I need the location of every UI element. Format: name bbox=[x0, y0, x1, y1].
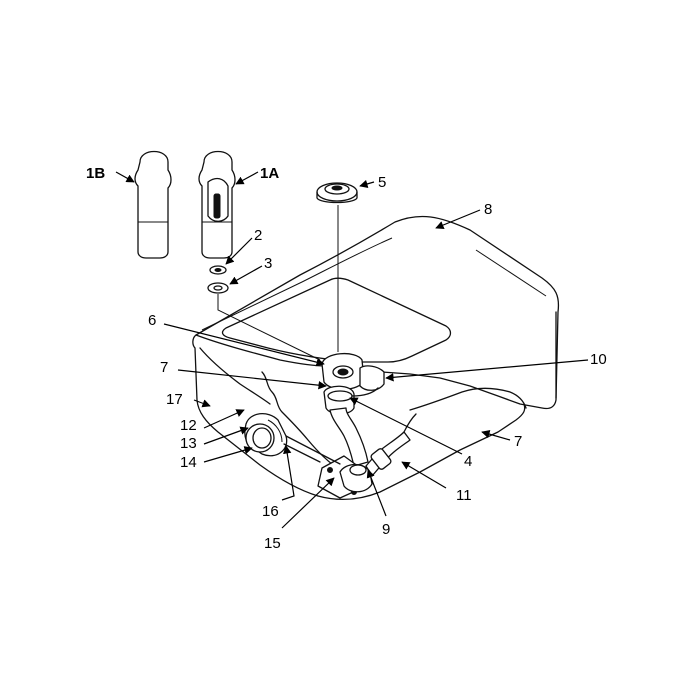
label-8: 8 bbox=[484, 201, 492, 218]
leader-12 bbox=[203, 409, 245, 429]
leader-10 bbox=[385, 359, 589, 382]
cap-1a bbox=[198, 150, 236, 259]
filler-neck bbox=[321, 353, 385, 415]
leader-16 bbox=[281, 445, 295, 501]
label-12: 12 bbox=[180, 417, 197, 434]
leader-7a bbox=[177, 369, 327, 390]
label-15: 15 bbox=[264, 535, 281, 552]
leader-1b bbox=[115, 171, 135, 183]
leader-11 bbox=[401, 461, 447, 489]
cap-1b bbox=[134, 150, 172, 259]
label-14: 14 bbox=[180, 454, 197, 471]
leader-17 bbox=[193, 399, 211, 408]
leader-8 bbox=[435, 209, 481, 230]
label-5: 5 bbox=[378, 174, 386, 191]
label-7b: 7 bbox=[514, 433, 522, 450]
label-4: 4 bbox=[464, 453, 472, 470]
leader-5 bbox=[359, 179, 375, 188]
leader-14 bbox=[203, 446, 253, 463]
leader-4 bbox=[349, 397, 463, 455]
leader-3 bbox=[229, 265, 263, 285]
label-1b: 1B bbox=[86, 165, 105, 182]
callout-labels: 1B 1A 2 3 5 8 6 7 10 17 12 13 14 4 7 11 … bbox=[86, 165, 607, 552]
gauge-assembly bbox=[244, 413, 341, 465]
leader-15 bbox=[281, 477, 335, 529]
leader-6 bbox=[163, 323, 325, 367]
label-13: 13 bbox=[180, 435, 197, 452]
label-1a: 1A bbox=[260, 165, 279, 182]
label-2: 2 bbox=[254, 227, 262, 244]
washer-2 bbox=[209, 265, 227, 275]
leader-7b bbox=[481, 430, 511, 441]
centerline-1 bbox=[217, 294, 321, 361]
leader-9 bbox=[366, 469, 387, 517]
tube-9 bbox=[329, 407, 369, 467]
label-3: 3 bbox=[264, 255, 272, 272]
hose-11 bbox=[365, 413, 417, 477]
label-9: 9 bbox=[382, 521, 390, 538]
label-7a: 7 bbox=[160, 359, 168, 376]
drain-elbow-15 bbox=[317, 455, 373, 499]
washer-3 bbox=[207, 282, 229, 294]
label-10: 10 bbox=[590, 351, 607, 368]
leader-lines bbox=[115, 171, 589, 529]
filler-cap-5 bbox=[316, 182, 358, 204]
leader-2 bbox=[225, 237, 253, 265]
leader-13 bbox=[203, 426, 249, 445]
label-17: 17 bbox=[166, 391, 183, 408]
label-16: 16 bbox=[262, 503, 279, 520]
label-11: 11 bbox=[456, 487, 472, 504]
label-6: 6 bbox=[148, 312, 156, 329]
tank-body bbox=[192, 215, 560, 501]
leader-1a bbox=[235, 171, 259, 185]
